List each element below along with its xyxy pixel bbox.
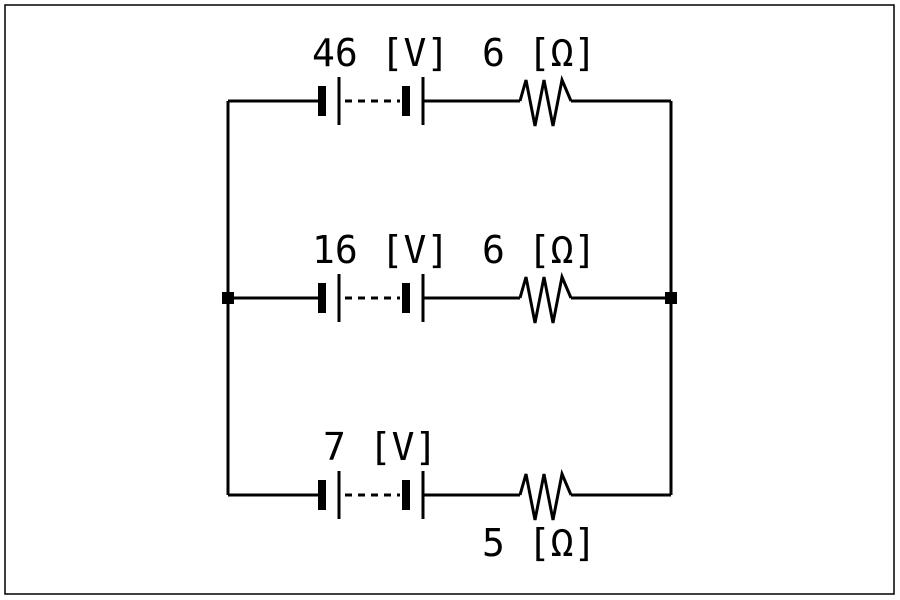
resistor-symbol	[518, 468, 573, 521]
voltage-label: 7 [V]	[323, 425, 437, 469]
resistance-label: 6 [Ω]	[482, 31, 596, 75]
diagram-frame	[4, 4, 895, 595]
resistor-symbol	[518, 271, 573, 324]
resistance-label: 5 [Ω]	[482, 521, 596, 565]
branch-top: 46 [V] 6 [Ω]	[228, 31, 671, 127]
resistor-symbol	[518, 74, 573, 127]
resistance-label: 6 [Ω]	[482, 228, 596, 272]
branch-bottom: 7 [V] 5 [Ω]	[228, 425, 671, 565]
branch-middle: 16 [V] 6 [Ω]	[228, 228, 671, 324]
voltage-label: 16 [V]	[312, 228, 449, 272]
voltage-label: 46 [V]	[312, 31, 449, 75]
